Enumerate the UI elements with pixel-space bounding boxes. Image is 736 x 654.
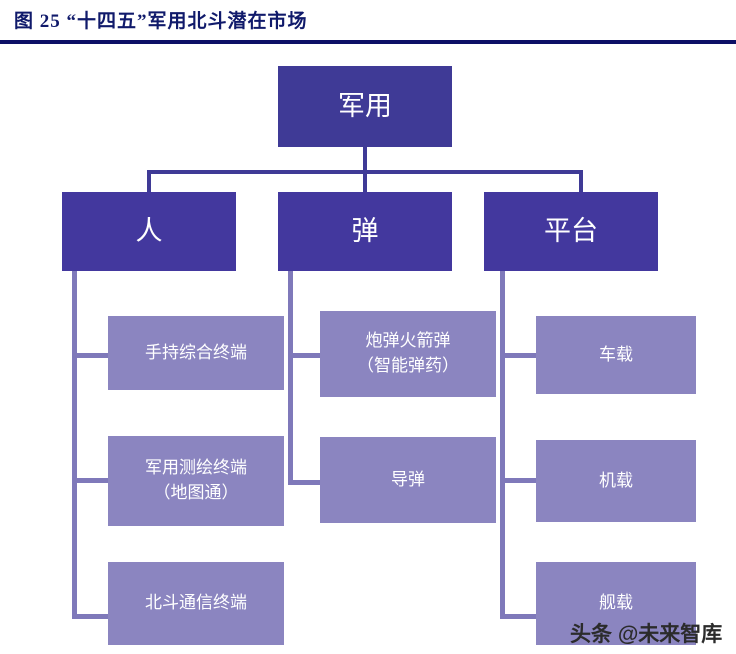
leaf-shipborne[interactable]: 舰载 (536, 562, 696, 645)
node-branch-munitions[interactable]: 弹 (278, 192, 452, 271)
connector-people-spine (72, 271, 77, 619)
page-title: 图 25 “十四五”军用北斗潜在市场 (14, 11, 308, 32)
connector-people-stub-3 (72, 614, 108, 619)
leaf-comm-terminal[interactable]: 北斗通信终端 (108, 562, 284, 645)
leaf-missile[interactable]: 导弹 (320, 437, 496, 523)
connector-munitions-spine (288, 271, 293, 485)
node-branch-platform[interactable]: 平台 (484, 192, 658, 271)
connector-people-stub-2 (72, 478, 108, 483)
connector-munitions-stub-1 (288, 353, 320, 358)
leaf-missile-label: 导弹 (391, 469, 425, 489)
leaf-handheld-terminal[interactable]: 手持综合终端 (108, 316, 284, 390)
node-branch-people[interactable]: 人 (62, 192, 236, 271)
connector-people-stub-1 (72, 353, 108, 358)
leaf-airborne[interactable]: 机载 (536, 440, 696, 522)
leaf-survey-terminal-sublabel: （地图通） (153, 483, 239, 502)
title-divider (0, 40, 736, 44)
leaf-airborne-label: 机载 (599, 470, 633, 490)
connector-bus-drop-right (579, 170, 583, 194)
watermark: 头条 @未来智库 (570, 623, 723, 646)
connector-bus-drop-left (147, 170, 151, 194)
leaf-handheld-terminal-label: 手持综合终端 (145, 342, 247, 362)
node-branch-platform-label: 平台 (544, 215, 598, 246)
node-root-label: 军用 (338, 90, 392, 121)
leaf-vehicle-mounted[interactable]: 车载 (536, 316, 696, 394)
connector-platform-stub-1 (500, 353, 536, 358)
connector-munitions-stub-2 (288, 480, 320, 485)
connector-platform-stub-2 (500, 478, 536, 483)
node-branch-munitions-label: 弹 (351, 215, 379, 246)
leaf-artillery-rocket[interactable]: 炮弹火箭弹 （智能弹药） (320, 311, 496, 397)
node-branch-people-label: 人 (135, 215, 163, 246)
connector-platform-spine (500, 271, 505, 619)
leaf-survey-terminal[interactable]: 军用测绘终端 （地图通） (108, 436, 284, 526)
connector-platform-stub-3 (500, 614, 536, 619)
node-root[interactable]: 军用 (278, 66, 452, 147)
leaf-comm-terminal-label: 北斗通信终端 (145, 593, 247, 613)
leaf-artillery-rocket-label: 炮弹火箭弹 (365, 331, 451, 351)
connector-root-bus (147, 170, 583, 174)
leaf-artillery-rocket-sublabel: （智能弹药） (357, 356, 459, 375)
leaf-shipborne-label: 舰载 (599, 593, 633, 613)
leaf-vehicle-mounted-label: 车载 (599, 344, 633, 364)
leaf-survey-terminal-label: 军用测绘终端 (145, 458, 247, 478)
